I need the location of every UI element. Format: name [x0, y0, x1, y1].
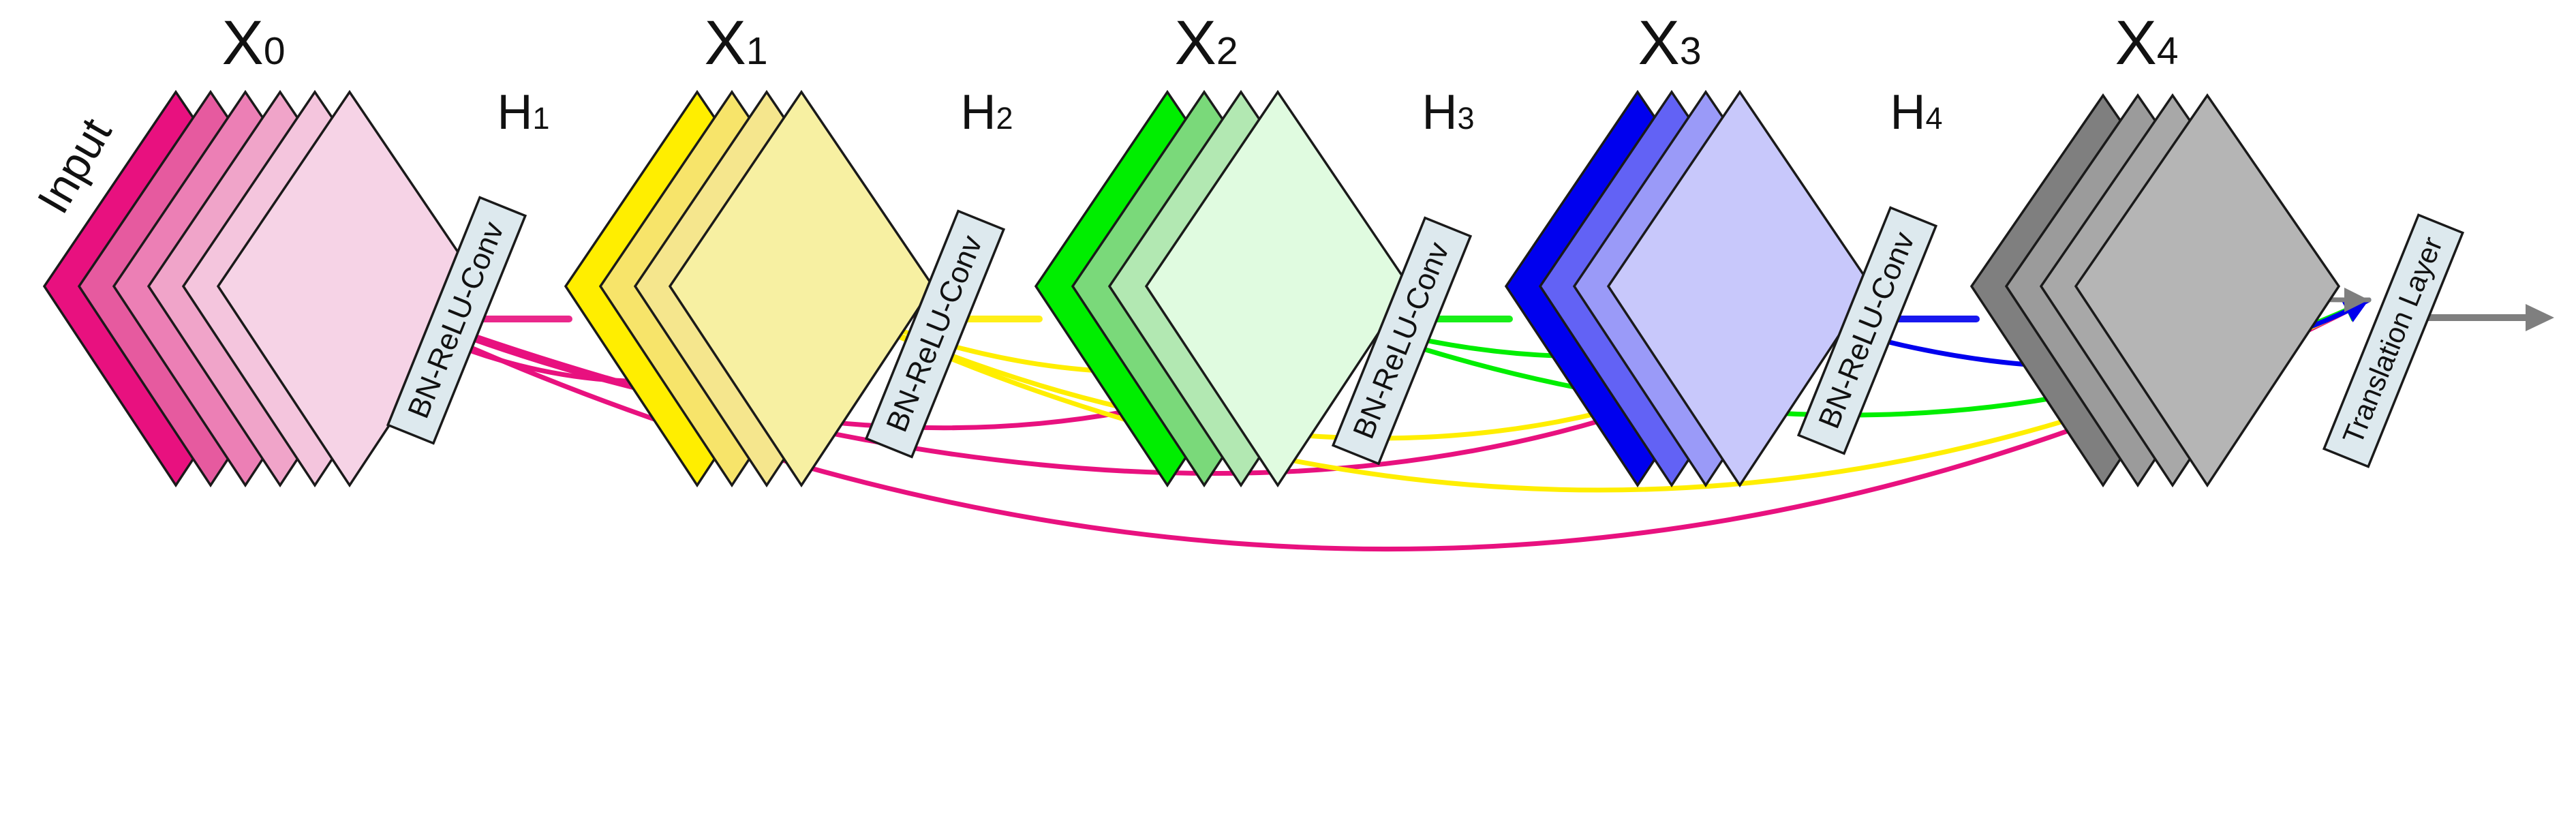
block-label-x3-symbol: X	[1638, 8, 1679, 78]
block-label-x0-symbol: X	[221, 8, 263, 78]
block-label-x4-symbol: X	[2115, 8, 2156, 78]
transition-label-h3-index: 3	[1457, 101, 1474, 136]
block-label-x0: X0	[221, 8, 285, 78]
translation-layer-box: Translation Layer	[2322, 213, 2465, 468]
layer-box-h4-frame	[1796, 206, 1938, 455]
transition-label-h2-symbol: H	[960, 85, 996, 140]
transition-label-h4: H4	[1890, 85, 1942, 140]
transition-label-h2: H2	[960, 85, 1013, 140]
block-label-x0-index: 0	[264, 29, 286, 73]
feature-block-x2	[1034, 89, 1411, 488]
block-label-x2: X2	[1174, 8, 1238, 78]
block-label-x1: X1	[704, 8, 767, 78]
layer-box-h2-frame	[864, 209, 1006, 459]
block-label-x3: X3	[1638, 8, 1701, 78]
block-label-x1-index: 1	[746, 29, 768, 73]
feature-block-x1	[564, 89, 935, 488]
block-label-x3-index: 3	[1680, 29, 1702, 73]
block-label-x4-index: 4	[2157, 29, 2179, 73]
block-label-x1-symbol: X	[704, 8, 746, 78]
transition-label-h2-index: 2	[996, 101, 1013, 136]
layer-box-h3-frame	[1331, 216, 1473, 466]
feature-block-x3	[1504, 89, 1873, 488]
transition-label-h3-symbol: H	[1422, 85, 1457, 140]
feature-block-x4	[1969, 93, 2341, 488]
transition-label-h4-index: 4	[1925, 101, 1942, 136]
block-label-x4: X4	[2115, 8, 2178, 78]
transition-label-h4-symbol: H	[1890, 85, 1925, 140]
transition-label-h1-index: 1	[532, 101, 549, 136]
transition-label-h3: H3	[1422, 85, 1474, 140]
block-label-x2-index: 2	[1216, 29, 1238, 73]
feature-block-x0	[42, 89, 483, 488]
translation-layer-box-frame	[2322, 213, 2465, 468]
translation-layer-box-label: Translation Layer	[2336, 232, 2449, 448]
layer-box-h1-frame	[386, 196, 527, 445]
feature-map-x4-4	[2074, 93, 2341, 488]
block-label-x2-symbol: X	[1174, 8, 1216, 78]
transition-label-h1-symbol: H	[497, 85, 532, 140]
output-arrow	[2418, 304, 2554, 331]
transition-label-h1: H1	[497, 85, 549, 140]
output-arrowhead	[2526, 304, 2554, 331]
arrowhead	[2344, 288, 2369, 312]
